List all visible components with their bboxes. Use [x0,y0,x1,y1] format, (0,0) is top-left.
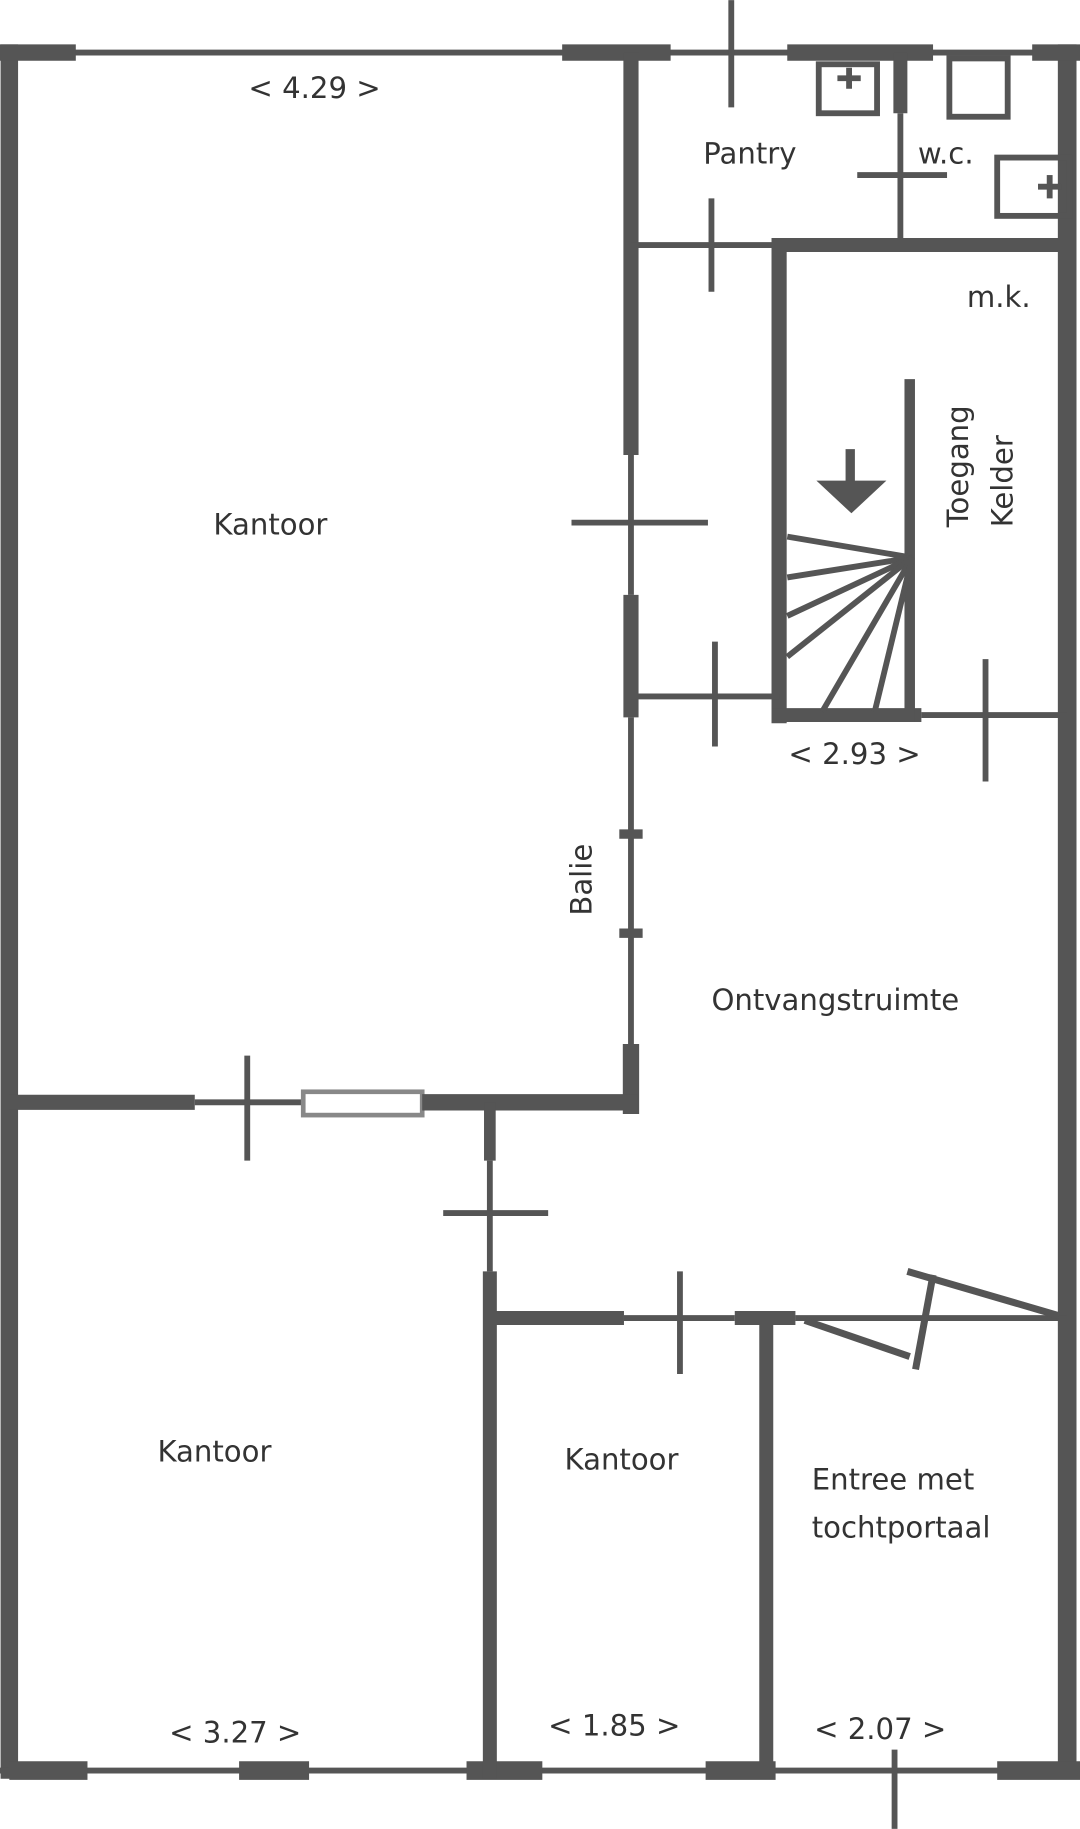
sink-icon [815,61,880,117]
room-label-mk: m.k. [967,280,1031,314]
room-label-entree-line2: tochtportaal [812,1510,991,1544]
room-label-balie: Balie [564,844,598,916]
room-label-kelder: Kelder [985,435,1019,527]
dimension-top: < 4.29 > [248,71,380,105]
room-label-kantoor-left: Kantoor [157,1434,271,1468]
room-label-wc: w.c. [918,136,974,170]
toilet-icon [946,55,1011,120]
window [300,1089,425,1118]
dimension-bottom-mid: < 1.85 > [548,1709,680,1743]
room-label-pantry: Pantry [703,136,796,170]
washbasin-icon [994,154,1073,219]
room-label-toegang: Toegang [941,405,975,528]
dimension-bottom-right: < 2.07 > [814,1712,946,1746]
stair-treads [785,533,915,714]
stair-down-arrow-icon [816,449,887,514]
room-label-entree-line1: Entree met [812,1462,975,1496]
dimension-bottom-left: < 3.27 > [169,1716,301,1750]
entrance-door-swing [803,1268,1060,1370]
room-label-kantoor-mid: Kantoor [564,1443,678,1477]
labels: < 4.29 > Pantry w.c. m.k. Toegang Kelder… [157,71,1030,1749]
dimension-stair: < 2.93 > [788,737,920,771]
room-label-ontvangstruimte: Ontvangstruimte [711,983,959,1017]
room-label-kantoor-main: Kantoor [213,507,327,541]
